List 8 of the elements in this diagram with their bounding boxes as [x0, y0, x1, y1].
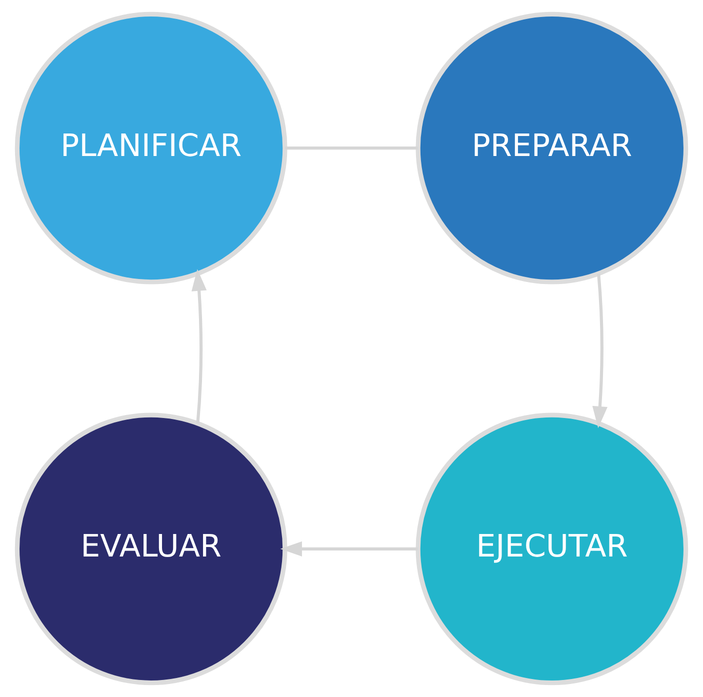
connector	[284, 146, 418, 150]
arrow	[280, 541, 418, 557]
arrow	[592, 274, 608, 428]
arrow	[192, 269, 207, 424]
node-circle: EJECUTAR	[416, 412, 688, 686]
node-circle: EVALUAR	[14, 412, 288, 686]
node-circle: PREPARAR	[416, 12, 688, 284]
node-circle: PLANIFICAR	[14, 12, 288, 284]
